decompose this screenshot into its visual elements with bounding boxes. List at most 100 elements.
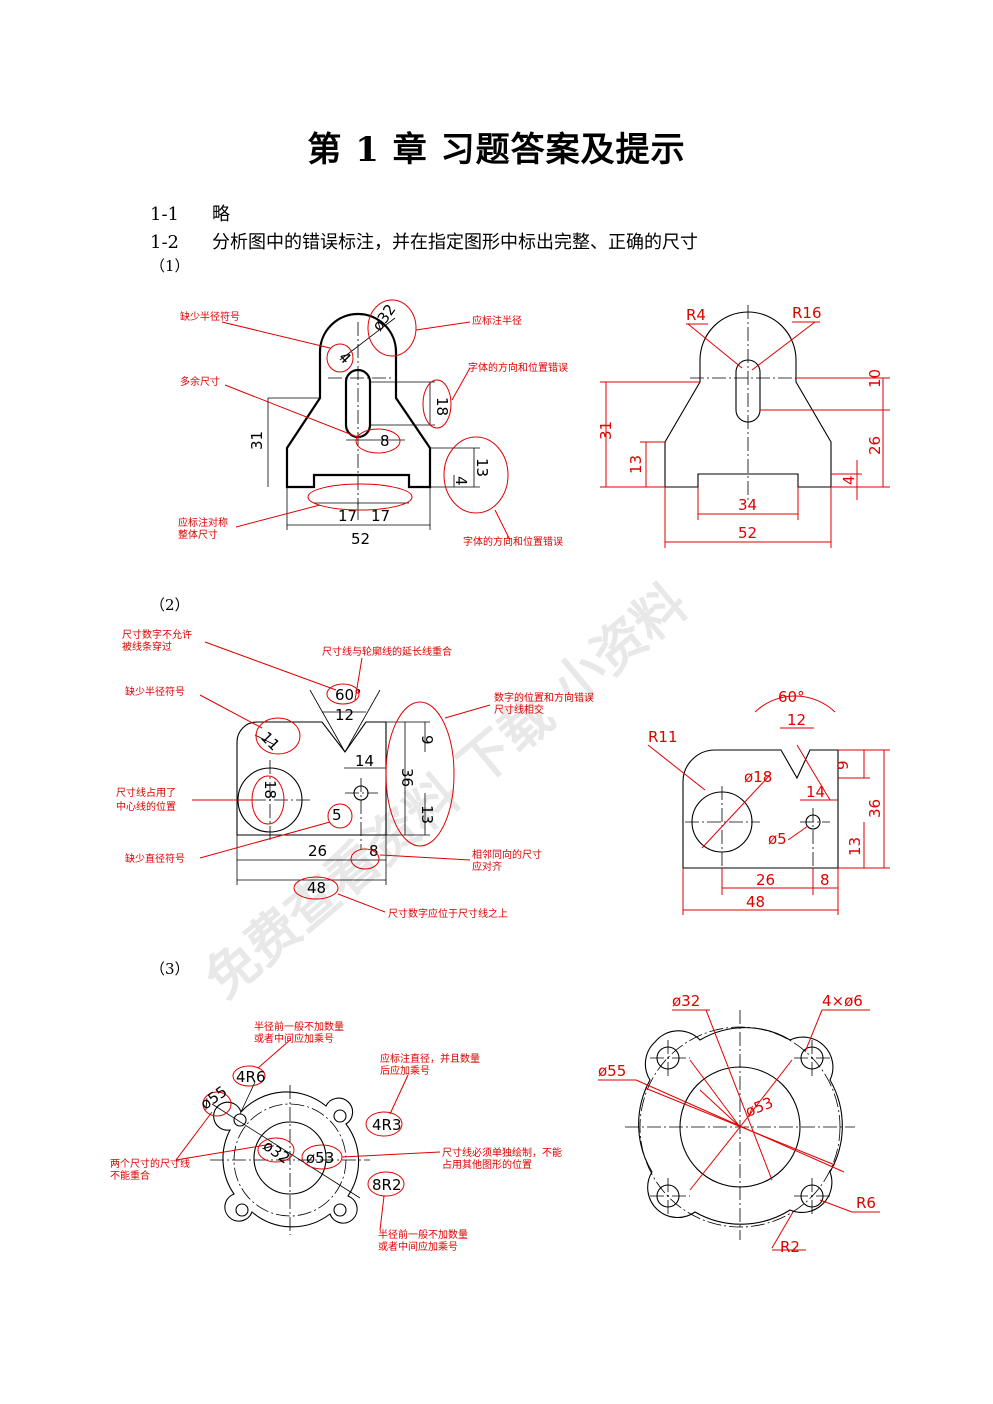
note-no-count: 半径前一般不加数量: [254, 1020, 344, 1033]
cdim-31: 31: [597, 421, 615, 440]
dim-dia53: ø53: [306, 1149, 334, 1167]
item-1-1: 1-1 略: [150, 200, 230, 226]
item-text: 略: [212, 204, 230, 225]
fig3-wrong-annotations: 半径前一般不加数量 或者中间应加乘号 应标注直径，并且数量 后应加乘号 两个尺寸…: [110, 1020, 562, 1253]
cdim-14: 14: [806, 783, 825, 801]
note-align: 相邻同向的尺寸: [472, 848, 542, 861]
dim-4: 4: [452, 476, 470, 486]
cdim-dia5: ø5: [768, 830, 787, 848]
sub-label-2: （2）: [150, 596, 190, 614]
dim-5: 5: [332, 806, 342, 824]
note-centerline: 尺寸线占用了: [116, 786, 176, 799]
dim-4R6: 4R6: [236, 1068, 266, 1086]
dim-18: 18: [433, 397, 451, 416]
note-missing-radius: 缺少半径符号: [180, 310, 240, 323]
fig2-correct-drawing: [682, 749, 839, 880]
item-text: 分析图中的错误标注，并在指定图形中标出完整、正确的尺寸: [212, 232, 698, 253]
cdim-26: 26: [866, 436, 884, 455]
note-extra-dim: 多余尺寸: [180, 375, 220, 388]
dim-48: 48: [307, 879, 326, 897]
dim-dia32: ø32: [369, 301, 400, 334]
cdim-10: 10: [866, 369, 884, 388]
note-font-dir-2: 字体的方向和位置错误: [463, 535, 563, 548]
dim-26: 26: [308, 842, 327, 860]
dim-31: 31: [248, 431, 266, 450]
note-align-2: 应对齐: [472, 860, 502, 873]
sub-label-1: （1）: [150, 257, 190, 275]
note-above-line: 尺寸数字应位于尺寸线之上: [388, 907, 508, 920]
dim-14: 14: [355, 752, 374, 770]
cdim-9: 9: [834, 760, 852, 770]
cdim-R4: R4: [686, 306, 706, 324]
dim-4R3: 4R3: [372, 1116, 402, 1134]
note-no-overlap-2: 不能重合: [110, 1169, 150, 1182]
dim-12: 12: [335, 706, 354, 724]
cdim-48: 48: [746, 893, 765, 911]
note-symmetry: 应标注对称: [178, 516, 228, 529]
cdim-4: 4: [840, 475, 858, 485]
page-title: 第 1 章 习题答案及提示: [307, 130, 686, 170]
dim-18: 18: [261, 780, 279, 799]
cdim-dia55: ø55: [598, 1062, 626, 1080]
dim-11: 11: [257, 728, 283, 754]
note-dim-overlap: 尺寸线与轮廓线的延长线重合: [322, 645, 452, 658]
note-num-pos: 数字的位置和方向错误: [494, 691, 594, 704]
cdim-36: 36: [866, 799, 884, 818]
cdim-26: 26: [756, 871, 775, 889]
note-missing-radius: 缺少半径符号: [125, 685, 185, 698]
fig3-correct-drawing: [625, 1010, 855, 1240]
note-no-overlap: 两个尺寸的尺寸线: [110, 1157, 190, 1170]
dim-52: 52: [351, 530, 370, 548]
note-no-count-b: 半径前一般不加数量: [378, 1228, 468, 1241]
cdim-52: 52: [738, 524, 757, 542]
note-font-dir-1: 字体的方向和位置错误: [468, 361, 568, 374]
fig2-correct-dims: 60° 12 R11 ø18 9 14 36 ø5 13 26 8 48: [647, 688, 890, 915]
note-no-count-2: 或者中间应加乘号: [254, 1032, 334, 1045]
fig1-correct-dims: R4 R16 10 26 31 13 4 34 52: [597, 304, 890, 548]
note-separate: 尺寸线必须单独绘制，不能: [442, 1146, 562, 1159]
cdim-13: 13: [627, 455, 645, 474]
note-centerline-2: 中心线的位置: [116, 800, 176, 813]
dim-8: 8: [380, 432, 390, 450]
note-no-count-b2: 或者中间应加乘号: [378, 1240, 458, 1253]
dim-36: 36: [398, 768, 416, 787]
dim-dia55: ø55: [197, 1082, 230, 1113]
fig1-wrong-annotations: 缺少半径符号 应标注半径 多余尺寸 字体的方向和位置错误 应标注对称 整体尺寸 …: [178, 299, 568, 548]
sub-label-3: （3）: [150, 960, 190, 978]
cdim-R11: R11: [648, 728, 678, 746]
cdim-12: 12: [787, 711, 806, 729]
dim-9: 9: [418, 735, 436, 745]
cdim-R2: R2: [780, 1238, 800, 1256]
dim-17-left: 17: [338, 507, 357, 525]
fig3-wrong-drawing: [210, 1081, 370, 1235]
note-separate-2: 占用其他图形的位置: [442, 1158, 532, 1171]
cdim-R16: R16: [792, 304, 822, 322]
dim-13: 13: [473, 458, 491, 477]
dim-17-right: 17: [371, 507, 390, 525]
note-dim-cross: 尺寸线相交: [494, 703, 544, 716]
dim-8R2: 8R2: [372, 1176, 402, 1194]
cdim-8: 8: [820, 871, 830, 889]
cdim-60deg: 60°: [778, 688, 805, 706]
cdim-R6: R6: [856, 1194, 876, 1212]
note-should-radius: 应标注半径: [472, 314, 522, 327]
note-num-crossed: 尺寸数字不允许: [122, 628, 192, 641]
note-should-dia-2: 后应加乘号: [380, 1064, 430, 1077]
fig1-correct-drawing: [664, 305, 870, 500]
dim-13: 13: [418, 805, 436, 824]
cdim-dia32: ø32: [672, 992, 700, 1010]
cdim-13: 13: [846, 837, 864, 856]
cdim-4xdia6: 4×ø6: [822, 992, 863, 1010]
item-number: 1-1: [150, 204, 179, 225]
note-should-dia: 应标注直径，并且数量: [380, 1052, 480, 1065]
dim-60deg: 60°: [335, 686, 362, 704]
note-missing-dia: 缺少直径符号: [125, 852, 185, 865]
item-number: 1-2: [150, 232, 179, 253]
item-1-2: 1-2 分析图中的错误标注，并在指定图形中标出完整、正确的尺寸: [150, 228, 698, 254]
cdim-34: 34: [738, 496, 757, 514]
fig2-wrong-annotations: 尺寸数字不允许 被线条穿过 尺寸线与轮廓线的延长线重合 缺少半径符号 数字的位置…: [116, 628, 594, 920]
note-overall: 整体尺寸: [178, 528, 218, 541]
note-num-crossed-2: 被线条穿过: [122, 640, 172, 653]
cdim-dia53: ø53: [743, 1093, 776, 1120]
